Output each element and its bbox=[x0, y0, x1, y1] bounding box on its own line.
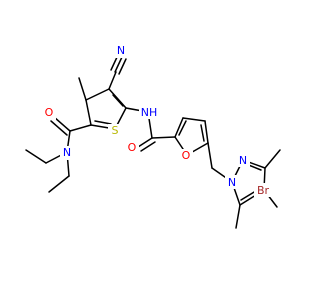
label-background bbox=[236, 153, 250, 167]
atom-labels: S N O N NH O O N bbox=[42, 44, 272, 197]
bromine-atom-label: Br bbox=[254, 183, 272, 197]
bond bbox=[200, 124, 205, 142]
label-background bbox=[60, 146, 74, 160]
atom-label-text: NH bbox=[141, 106, 158, 119]
amine-nh-label: NH bbox=[139, 106, 159, 119]
bond bbox=[151, 136, 176, 139]
bond bbox=[118, 58, 127, 75]
atom-label-text: Br bbox=[257, 184, 270, 197]
pyrazole-nitrogen-label: N bbox=[236, 153, 250, 167]
atom-label-text: O bbox=[45, 106, 54, 119]
amide-nitrogen-label: N bbox=[60, 146, 74, 160]
atom-label-text: O bbox=[128, 141, 137, 154]
atom-label-text: N bbox=[63, 146, 71, 159]
label-background bbox=[42, 106, 56, 120]
bonds bbox=[25, 54, 281, 229]
bond bbox=[108, 71, 117, 90]
furan-oxygen-label: O bbox=[179, 149, 193, 163]
bond bbox=[204, 120, 209, 144]
nitrile-nitrogen-label: N bbox=[114, 44, 128, 58]
label-background bbox=[108, 124, 122, 136]
label-background bbox=[114, 44, 128, 58]
sulfur-atom-label: S bbox=[108, 124, 122, 137]
atom-label-text: S bbox=[112, 124, 119, 137]
bond bbox=[50, 120, 68, 136]
molecule-structure: S N O N NH O O N bbox=[25, 44, 281, 229]
bond bbox=[114, 56, 123, 73]
bond bbox=[137, 137, 153, 148]
bond bbox=[108, 88, 127, 109]
bond bbox=[178, 120, 187, 136]
carbonyl-oxygen-label: O bbox=[125, 141, 139, 155]
bond bbox=[207, 142, 213, 169]
atom-label-text: N bbox=[239, 154, 247, 167]
bond bbox=[48, 175, 70, 193]
carbonyl-oxygen-label: O bbox=[42, 106, 56, 120]
bond bbox=[53, 116, 71, 132]
bond bbox=[85, 99, 92, 126]
label-background bbox=[179, 149, 193, 163]
label-background bbox=[139, 106, 159, 119]
bond bbox=[85, 88, 110, 101]
atom-label-text: N bbox=[228, 176, 236, 189]
bond bbox=[69, 124, 92, 132]
bond bbox=[112, 94, 124, 107]
label-background bbox=[225, 175, 239, 189]
bond bbox=[264, 149, 281, 169]
atom-label-text: N bbox=[117, 44, 125, 57]
atom-label-text: O bbox=[182, 149, 191, 162]
bond bbox=[78, 77, 87, 101]
bond bbox=[235, 204, 241, 229]
bond bbox=[182, 117, 206, 122]
bond bbox=[94, 120, 112, 125]
bond bbox=[25, 149, 47, 164]
label-background bbox=[125, 141, 139, 155]
label-background bbox=[254, 183, 272, 197]
pyrazole-nitrogen-label: N bbox=[225, 175, 239, 189]
bond bbox=[174, 117, 184, 138]
bond bbox=[140, 141, 156, 152]
